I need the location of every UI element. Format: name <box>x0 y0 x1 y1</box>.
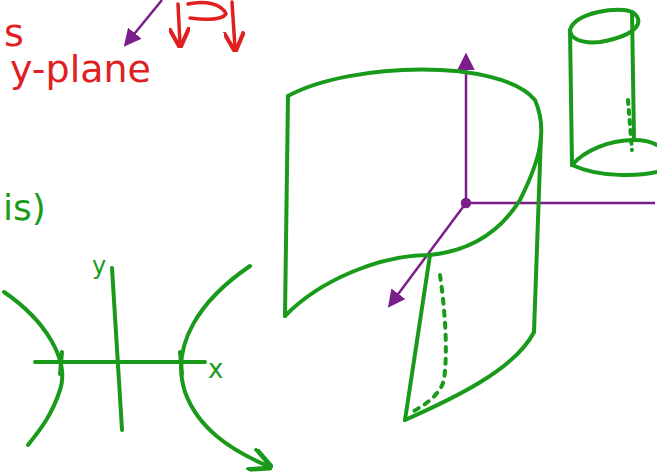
plane-sketch <box>178 2 235 48</box>
axis-label: y <box>92 254 106 278</box>
note-text: is) <box>3 190 46 226</box>
axis-arrow <box>126 0 162 44</box>
note-text: y-plane <box>10 50 151 88</box>
note-text: s <box>4 14 24 52</box>
hyperbola <box>4 266 268 466</box>
axis-label: x <box>208 356 223 382</box>
surface <box>285 70 541 421</box>
cylinder <box>570 10 657 175</box>
